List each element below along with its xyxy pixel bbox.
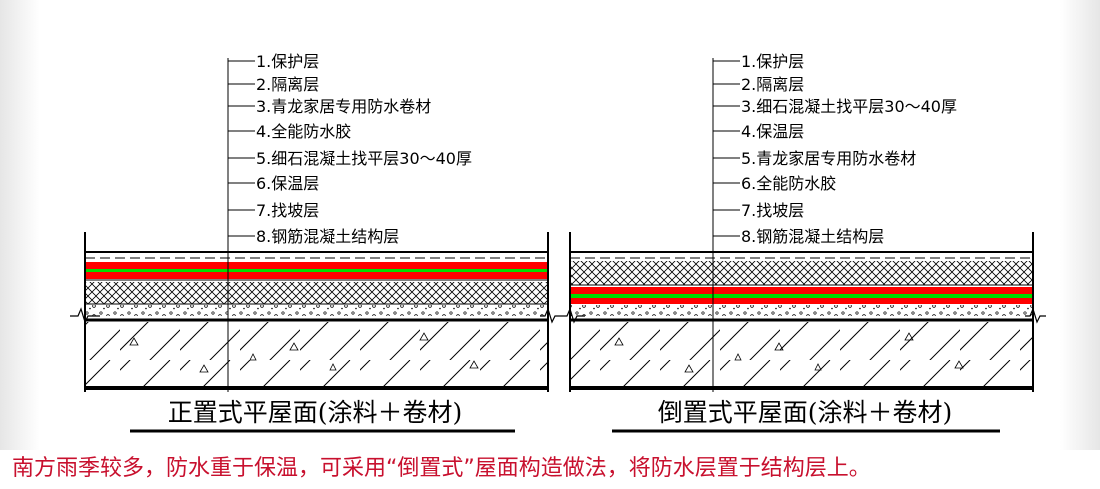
left-label-6: 6.保温层 [256,174,319,193]
left-slope-layer [86,305,547,316]
left-label-3: 3.青龙家居专用防水卷材 [256,97,431,116]
left-glue-layer [86,269,547,272]
right-caption: 倒置式平屋面(涂料＋卷材) [658,398,953,427]
left-label-8: 8.钢筋混凝土结构层 [256,227,399,246]
right-label-7: 7.找坡层 [741,201,804,220]
left-insulation-layer [86,282,547,304]
right-label-6: 6.全能防水胶 [741,174,836,193]
right-membrane-layer [571,298,1032,304]
left-caption: 正置式平屋面(涂料＋卷材) [168,398,463,427]
right-insulation-layer [571,261,1032,285]
right-section: 1.保护层 2.隔离层 3.细石混凝土找平层30～40厚 4.保温层 5.青龙家… [562,52,1046,433]
left-membrane-layer [86,272,547,279]
right-structural-layer [571,322,1032,386]
left-label-1: 1.保护层 [256,52,319,71]
left-structural-layer [86,322,547,386]
right-label-5: 5.青龙家居专用防水卷材 [741,149,916,168]
right-slope-layer [571,305,1032,316]
left-label-5: 5.细石混凝土找平层30～40厚 [256,149,472,168]
left-label-7: 7.找坡层 [256,201,319,220]
right-edge-shade [1060,0,1100,450]
right-glue-layer [571,294,1032,298]
left-label-4: 4.全能防水胶 [256,122,351,141]
left-membrane-layer-top [86,262,547,269]
right-label-4: 4.保温层 [741,122,804,141]
left-section: 1.保护层 2.隔离层 3.青龙家居专用防水卷材 4.全能防水胶 5.细石混凝土… [70,52,562,433]
bottom-note: 南方雨季较多，防水重于保温，可采用“倒置式”屋面构造做法，将防水层置于结构层上。 [12,456,871,481]
left-label-2: 2.隔离层 [256,75,319,94]
roof-section-diagrams: 1.保护层 2.隔离层 3.青龙家居专用防水卷材 4.全能防水胶 5.细石混凝土… [70,52,1046,433]
right-label-1: 1.保护层 [741,52,804,71]
right-membrane-layer-top [571,287,1032,294]
right-label-3: 3.细石混凝土找平层30～40厚 [741,97,957,116]
right-label-8: 8.钢筋混凝土结构层 [741,227,884,246]
right-label-2: 2.隔离层 [741,75,804,94]
left-edge-shade [0,0,40,450]
